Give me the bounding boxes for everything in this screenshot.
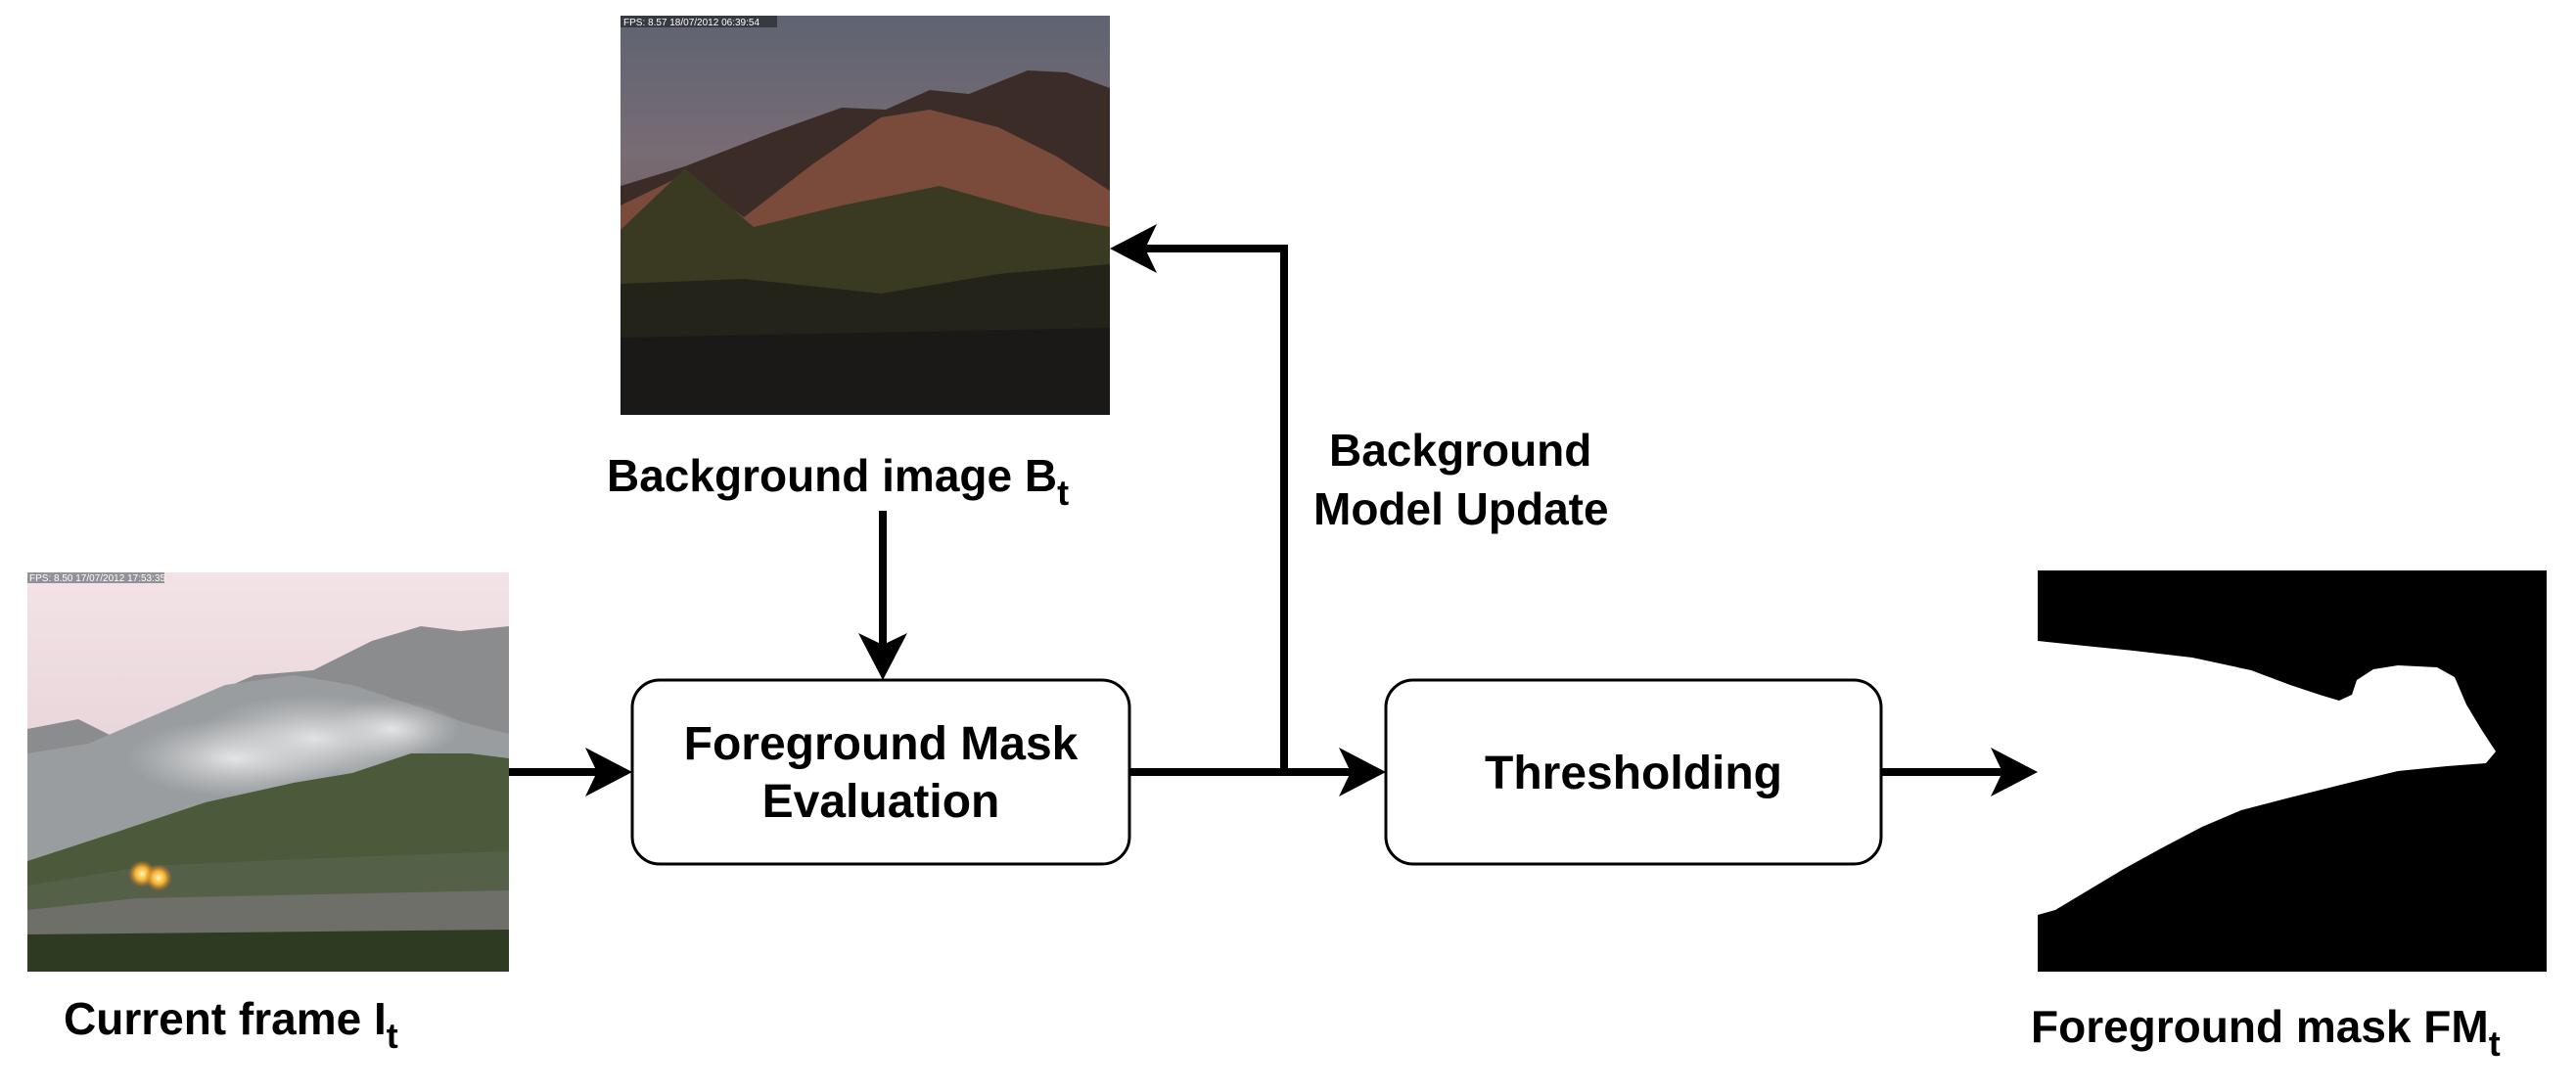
arrowhead-thresholding-to-mask [1991, 748, 2038, 796]
arrowhead-frame-to-evaluation [585, 748, 632, 796]
evaluation-label-line2: Evaluation [762, 776, 1000, 828]
arrow-model-update-feedback [1143, 245, 1288, 772]
model-update-label-line2: Model Update [1313, 483, 1609, 534]
current-frame-image: FPS: 8.50 17/07/2012 17:53:35 [27, 572, 509, 972]
current-frame-timestamp: FPS: 8.50 17/07/2012 17:53:35 [29, 573, 165, 584]
evaluation-label-line1: Foreground Mask [684, 718, 1079, 770]
background-timestamp: FPS: 8.57 18/07/2012 06:39:54 [623, 18, 759, 28]
background-image-caption: Background image Bt [607, 450, 1069, 513]
foreground-mask-caption: Foreground mask FMt [2031, 1001, 2501, 1064]
background-image: FPS: 8.57 18/07/2012 06:39:54 [621, 16, 1110, 415]
arrowhead-model-update-feedback [1110, 224, 1157, 273]
arrowhead-evaluation-to-thresholding [1339, 748, 1386, 796]
foreground-mask-evaluation-box: Foreground Mask Evaluation [630, 678, 1131, 866]
current-frame-caption: Current frame It [64, 993, 398, 1056]
model-update-label-line1: Background [1329, 425, 1591, 476]
foreground-mask-image [2038, 570, 2547, 972]
thresholding-box: Thresholding [1384, 678, 1883, 866]
flow-arrows [509, 224, 2038, 796]
arrowhead-background-to-evaluation [858, 633, 907, 680]
thresholding-label: Thresholding [1485, 748, 1782, 799]
